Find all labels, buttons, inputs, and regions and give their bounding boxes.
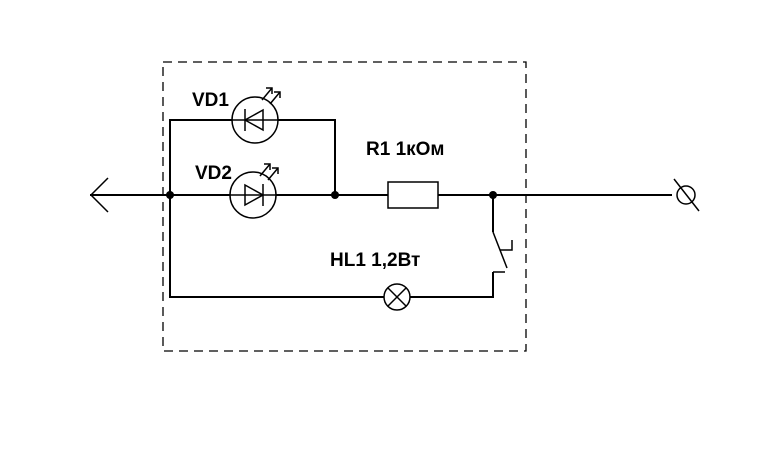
r1-label: R1 1кОм	[366, 139, 444, 160]
vd1-led-icon	[231, 87, 281, 144]
junction-right	[489, 191, 497, 199]
vd1-branch-right	[278, 119, 336, 195]
vd2-led-icon	[229, 163, 279, 219]
switch-icon	[492, 231, 513, 273]
junction-left	[166, 191, 174, 199]
hl1-label: HL1 1,2Вт	[330, 250, 420, 271]
lamp-icon	[383, 283, 411, 311]
junction-mid	[331, 191, 339, 199]
socket-icon	[673, 178, 700, 212]
resistor-r1	[387, 181, 439, 209]
hl1-branch-left	[169, 195, 384, 298]
enclosure-frame	[162, 61, 527, 352]
vd1-branch-left	[169, 119, 232, 195]
plug-icon	[89, 177, 120, 213]
vd2-label: VD2	[195, 163, 232, 184]
vd1-label: VD1	[192, 90, 229, 111]
hl1-branch-right	[410, 272, 494, 298]
